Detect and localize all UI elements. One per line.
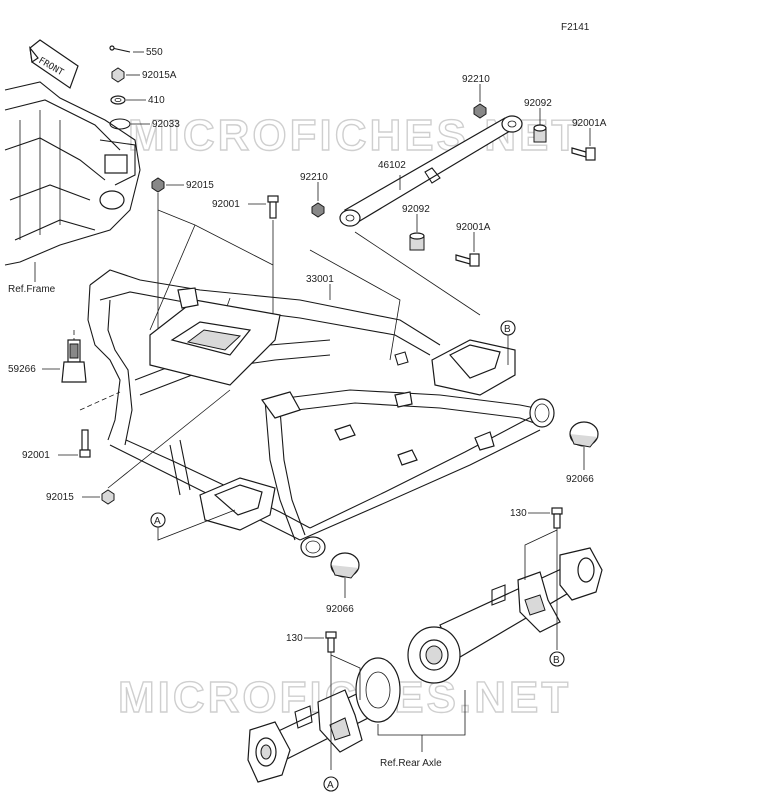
bushing-92092-mid-icon [409, 232, 425, 251]
callout-A-bottom: A [327, 780, 334, 791]
bolt-130-left-icon [325, 631, 337, 653]
nut-92015-left-icon [101, 489, 115, 505]
callout-A-bottom-circle [323, 776, 339, 792]
torque-rod-46102 [339, 115, 523, 227]
nut-92015A-icon [111, 67, 125, 83]
part-59266: 59266 [8, 364, 36, 375]
rear-axle-right-hub [407, 547, 603, 684]
bolt-92001-top-icon [267, 195, 279, 219]
part-92210-mid: 92210 [300, 172, 328, 183]
washer-410-icon [110, 95, 126, 105]
cap-92066-right-icon [569, 421, 599, 448]
part-130-right: 130 [510, 508, 527, 519]
part-92092-top: 92092 [524, 98, 552, 109]
bolt-92001A-mid-icon [455, 253, 480, 267]
part-550: 550 [146, 47, 163, 58]
part-92001A-top: 92001A [572, 118, 607, 129]
ref-frame-drawing [4, 81, 141, 266]
pin-550-icon [109, 45, 131, 53]
bolt-92001-left-icon [79, 429, 91, 458]
nut-92015-top-icon [151, 177, 165, 193]
diagram-code: F2141 [561, 22, 590, 33]
part-33001: 33001 [306, 274, 334, 285]
ref-frame-label: Ref.Frame [8, 284, 56, 295]
part-92066-bottom: 92066 [326, 604, 354, 615]
callout-B-right: B [553, 655, 560, 666]
part-92001-left: 92001 [22, 450, 50, 461]
part-410: 410 [148, 95, 165, 106]
rear-axle-left-hub [247, 657, 401, 783]
front-arrow-icon [29, 39, 79, 89]
part-92015-left: 92015 [46, 492, 74, 503]
shock-59266-icon [61, 339, 87, 383]
part-92033: 92033 [152, 119, 180, 130]
bolt-130-right-icon [551, 507, 563, 529]
callout-B-right-circle [549, 651, 565, 667]
part-92001A-mid: 92001A [456, 222, 491, 233]
part-92015A: 92015A [142, 70, 177, 81]
cap-92066-bottom-icon [330, 552, 360, 579]
part-92015-top: 92015 [186, 180, 214, 191]
callout-A-left: A [154, 516, 161, 527]
bushing-92092-top-icon [533, 124, 547, 143]
nut-92210-mid-icon [311, 202, 325, 218]
swing-arm-33001 [87, 269, 555, 558]
part-92210-top: 92210 [462, 74, 490, 85]
nut-92210-top-icon [473, 103, 487, 119]
bolt-92001A-top-icon [571, 147, 596, 161]
ref-rear-axle-label: Ref.Rear Axle [380, 758, 442, 769]
circlip-92033-icon [109, 118, 131, 130]
callout-B-top: B [504, 324, 511, 335]
part-130-left: 130 [286, 633, 303, 644]
part-46102: 46102 [378, 160, 406, 171]
part-92092-mid: 92092 [402, 204, 430, 215]
part-92066-right: 92066 [566, 474, 594, 485]
part-92001-top: 92001 [212, 199, 240, 210]
